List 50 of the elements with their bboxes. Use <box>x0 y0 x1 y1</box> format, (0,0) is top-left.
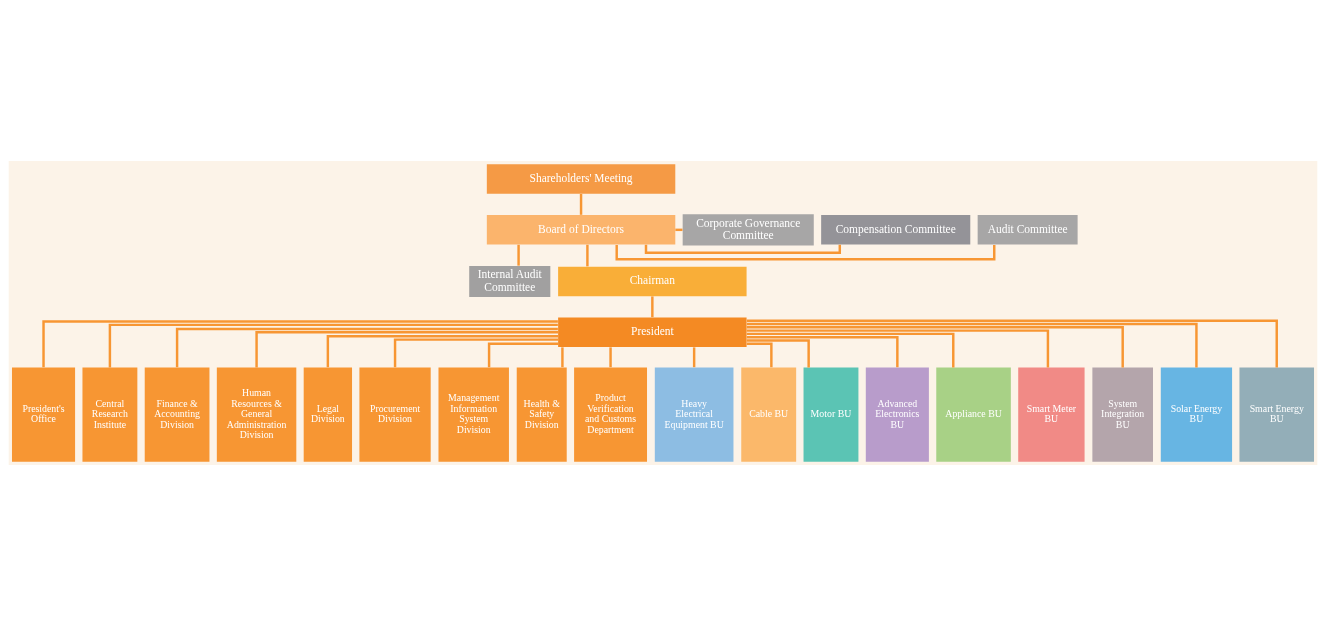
node-box: Central Research Institute <box>82 367 138 462</box>
node-box: Cable BU <box>741 367 797 462</box>
node-box: Management Information System Division <box>438 367 509 462</box>
connector <box>746 329 1050 368</box>
node-box: System Integration BU <box>1092 367 1153 462</box>
connector <box>326 335 559 368</box>
node-box: President's Office <box>12 367 76 462</box>
node-box: Advanced Electronics BU <box>865 367 929 462</box>
connector <box>644 244 841 254</box>
connector <box>746 332 955 368</box>
node-box: Shareholders' Meeting <box>486 164 676 194</box>
connector <box>487 342 559 368</box>
node-box: Human Resources & General Administration Division <box>216 367 297 462</box>
node-box: Compensation Committee <box>821 215 971 245</box>
node-box: Corporate Governance Committee <box>682 214 814 246</box>
node-box: Internal Audit Committee <box>469 265 551 297</box>
node-box: Solar Energy BU <box>1160 367 1233 462</box>
connector <box>42 320 558 368</box>
connector <box>746 319 1278 368</box>
node-box: Motor BU <box>803 367 859 462</box>
node-box: Legal Division <box>303 367 353 462</box>
connector <box>651 296 654 318</box>
node-box: Smart Meter BU <box>1018 367 1085 462</box>
connector <box>615 244 996 261</box>
node-box: Product Verification and Customs Department <box>574 367 647 462</box>
node-box: Heavy Electrical Equipment BU <box>654 367 734 462</box>
connector <box>561 347 564 368</box>
node-box: Procurement Division <box>359 367 431 462</box>
connector <box>746 322 1198 368</box>
connector <box>586 244 589 267</box>
connector <box>393 338 558 368</box>
connector <box>517 244 520 266</box>
connector <box>746 326 1124 368</box>
node-box: Chairman <box>558 266 747 297</box>
connector <box>175 327 558 368</box>
connector <box>108 323 558 368</box>
connector <box>746 339 810 368</box>
node-box: Board of Directors <box>486 215 676 245</box>
connector <box>692 347 696 368</box>
connector <box>746 342 773 368</box>
node-box: Finance & Accounting Division <box>144 367 210 462</box>
node-box: Smart Energy BU <box>1239 367 1314 462</box>
node-box: Health & Safety Division <box>516 367 567 462</box>
node-box: Appliance BU <box>936 367 1011 462</box>
node-box: Audit Committee <box>977 215 1078 245</box>
connector <box>255 331 559 368</box>
connector <box>746 335 899 368</box>
node-box: President <box>558 317 747 347</box>
connector <box>609 347 612 368</box>
connector <box>579 194 583 215</box>
